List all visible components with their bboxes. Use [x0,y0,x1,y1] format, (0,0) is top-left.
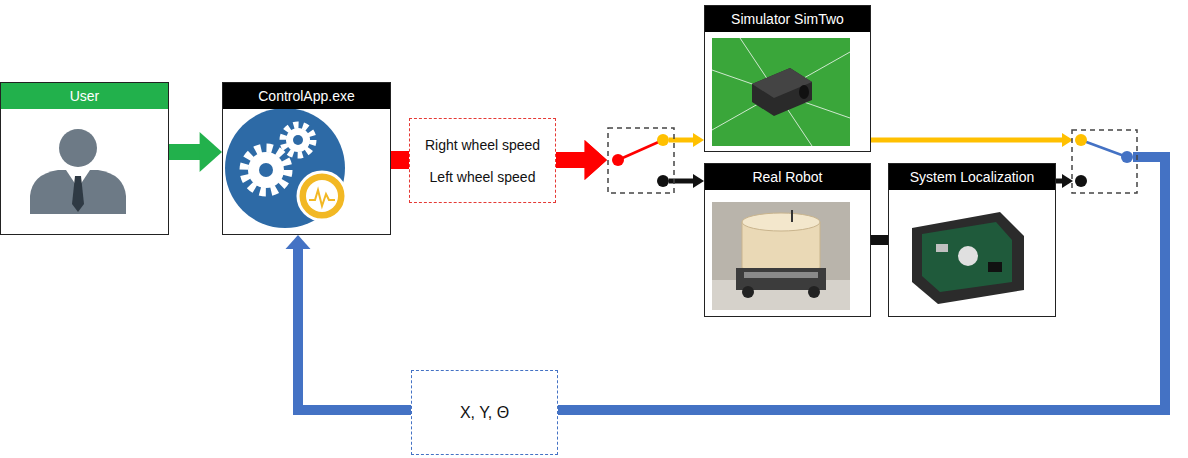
arrow-head [585,140,607,180]
connector [871,240,888,241]
switch-contact [1075,175,1087,187]
box-text: Left wheel speed [430,168,536,186]
gear-hole [259,163,273,177]
arrow-head [585,140,607,180]
connector [556,140,704,188]
sim-robot-top [752,68,812,98]
device-part [936,244,948,252]
pose-box: X, Y, Θ [411,370,558,455]
sim-grid [712,38,850,146]
chart-face [306,180,338,212]
connector [558,157,1165,410]
localization-box: System Localization [888,163,1056,317]
localization-device [912,212,1024,304]
connector-line [1056,179,1063,184]
robot-board [744,272,818,278]
gear-teeth [283,125,313,155]
chart-badge [298,172,346,220]
connector [556,133,704,180]
connector-line [871,235,888,245]
connector-line [558,157,1165,410]
sim-ground [712,38,850,146]
switch-pole [612,154,624,166]
device-part [988,262,1002,272]
box-text: X, Y, Θ [460,404,509,422]
app-circle [225,108,345,228]
connector-line [298,248,411,410]
switch-pole [1121,151,1133,163]
switch-frame [608,128,674,193]
switch-frame [1072,130,1137,193]
photo-background [712,202,850,310]
app-box: ControlApp.exe [222,82,391,235]
connector-line [558,157,1165,410]
user-head [59,129,97,167]
robot-photo [712,202,850,310]
switch-lever [618,140,663,160]
arrow-head [693,133,704,147]
robot-antenna [791,210,793,222]
simulator-image [712,38,850,146]
switch-1 [608,128,674,193]
gear-teeth [244,148,288,192]
user-box: User [0,82,169,235]
connector [391,160,409,161]
robot-wheel [808,286,820,298]
connector-line [669,138,694,143]
switch-contact [1075,134,1087,146]
box-header: ControlApp.exe [223,83,390,109]
user-icon [30,129,126,214]
simulator-box: Simulator SimTwo [704,5,871,152]
connector-line [871,138,1063,143]
arrow-head [200,132,222,172]
chart-line [309,190,335,206]
device-chip [958,246,978,266]
sim-wheel [799,85,809,99]
robot-box: Real Robot [704,163,871,317]
gear-body [248,152,284,188]
device-case [912,212,1024,304]
gear-body [286,128,310,152]
gear-hole [293,135,303,145]
sim-robot [752,68,812,116]
signal-box: Right wheel speedLeft wheel speed [409,118,556,203]
robot-shell-top [742,213,820,231]
robot-wheel [742,286,754,298]
control-app-icon [225,108,346,228]
box-header: Real Robot [705,164,870,190]
user-tie [72,176,84,212]
connector-line [556,152,586,168]
arrow-head [286,235,311,249]
switch-contact [657,134,669,146]
switch-2 [1072,130,1137,193]
connector [169,132,222,172]
connector [286,235,412,410]
switch-lever [1081,140,1127,157]
connector-line [669,179,694,184]
box-header: System Localization [889,164,1055,190]
arrow-head [693,174,704,188]
user-body [30,170,126,214]
device-board [922,222,1012,292]
box-header: Simulator SimTwo [705,6,870,32]
box-text: Right wheel speed [425,136,540,154]
box-header: User [1,83,168,109]
connector-line [169,144,201,160]
connector-line [556,152,586,168]
switch-contact [657,175,669,187]
connector [558,133,1165,410]
connector-line [391,151,409,169]
